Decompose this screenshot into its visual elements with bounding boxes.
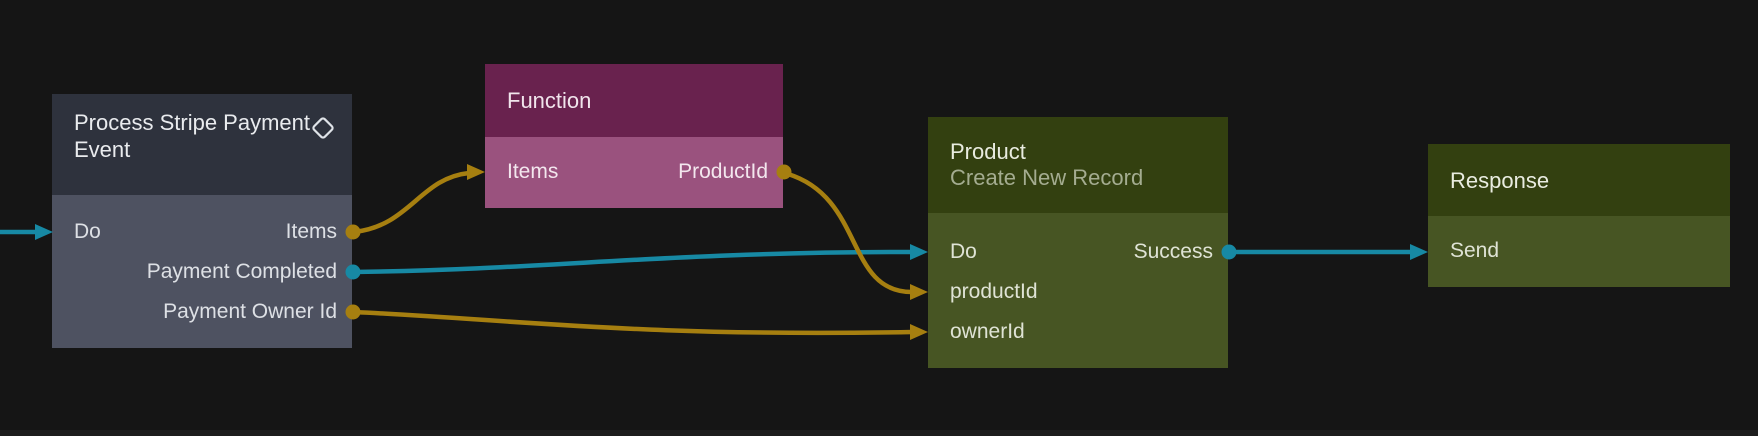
input-port-items[interactable]: Items xyxy=(507,160,559,183)
output-port-productid[interactable]: ProductId xyxy=(678,160,768,183)
canvas-bottom-edge xyxy=(0,430,1758,436)
port-row: Send xyxy=(1428,231,1730,271)
arrowhead-icon xyxy=(1410,244,1428,260)
arrowhead-icon xyxy=(910,284,928,300)
port-row: Payment Completed xyxy=(52,252,352,292)
node-title: Response xyxy=(1450,167,1550,193)
arrowhead-icon xyxy=(910,244,928,260)
input-port-do[interactable]: Do xyxy=(74,220,101,243)
arrowhead-icon xyxy=(467,164,485,180)
port-row: Do Success xyxy=(928,232,1228,272)
node-header: Response xyxy=(1428,144,1730,216)
node-header: Process Stripe Payment Event xyxy=(52,94,352,195)
node-title: Process Stripe Payment Event xyxy=(74,110,310,162)
node-product-create-new-record[interactable]: Product Create New Record Do Success pro… xyxy=(928,117,1228,368)
node-title: Function xyxy=(507,88,592,113)
port-row: Items ProductId xyxy=(485,152,783,192)
node-body: Do Items Payment Completed Payment Owner… xyxy=(52,195,352,348)
output-port-payment-owner-id[interactable]: Payment Owner Id xyxy=(163,300,337,323)
arrowhead-icon xyxy=(35,224,53,240)
port-row: productId xyxy=(928,272,1228,312)
edge-items-to-function-items[interactable] xyxy=(353,170,470,235)
output-port-payment-completed[interactable]: Payment Completed xyxy=(146,260,337,283)
node-process-stripe-payment-event[interactable]: Process Stripe Payment Event Do Items Pa… xyxy=(52,94,352,348)
arrowhead-icon xyxy=(910,324,928,340)
port-row: Do Items xyxy=(52,212,352,252)
edge-payment-completed-to-product-do[interactable] xyxy=(353,249,913,275)
node-header: Function xyxy=(485,64,783,137)
port-row: Payment Owner Id xyxy=(52,292,352,332)
port-row: ownerId xyxy=(928,312,1228,352)
output-port-success[interactable]: Success xyxy=(1133,240,1213,263)
node-function[interactable]: Function Items ProductId xyxy=(485,64,783,208)
input-port-send[interactable]: Send xyxy=(1450,239,1500,262)
edge-productid-to-product-productid[interactable] xyxy=(787,171,913,295)
node-title: Product xyxy=(950,139,1026,164)
node-header: Product Create New Record xyxy=(928,117,1228,213)
output-port-items[interactable]: Items xyxy=(285,220,337,243)
node-body: Do Success productId ownerId xyxy=(928,213,1228,368)
input-port-productid[interactable]: productId xyxy=(950,280,1038,303)
node-subtitle: Create New Record xyxy=(950,165,1144,190)
diamond-icon xyxy=(312,117,334,139)
node-response[interactable]: Response Send xyxy=(1428,144,1730,287)
node-body: Send xyxy=(1428,216,1730,287)
input-port-do[interactable]: Do xyxy=(950,240,977,263)
input-port-ownerid[interactable]: ownerId xyxy=(950,320,1025,343)
edge-payment-owner-id-to-product-ownerid[interactable] xyxy=(353,309,913,336)
node-body: Items ProductId xyxy=(485,137,783,208)
